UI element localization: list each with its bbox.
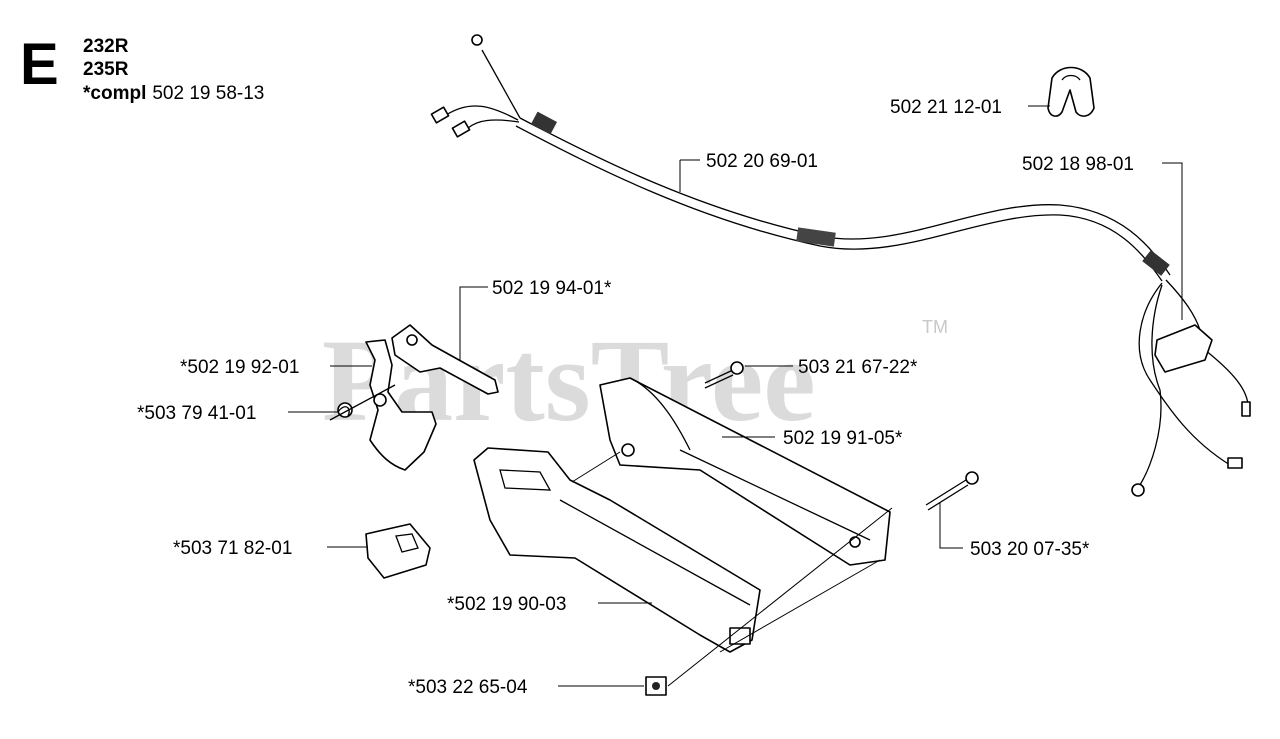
label-lever-pin: 502 19 94-01* bbox=[492, 278, 612, 299]
section-letter: E bbox=[20, 32, 59, 97]
watermark-tm: TM bbox=[922, 317, 948, 337]
square-nut bbox=[645, 676, 667, 696]
screws bbox=[704, 361, 979, 511]
label-handle-right: 502 19 91-05* bbox=[783, 428, 903, 449]
compl-line: *compl 502 19 58-13 bbox=[83, 83, 264, 104]
label-screw-top: 503 21 67-22* bbox=[798, 357, 918, 378]
label-nut: *503 22 65-04 bbox=[408, 677, 528, 698]
cable-hanger bbox=[1047, 66, 1095, 117]
compl-prefix: *compl bbox=[83, 83, 146, 104]
stop-switch bbox=[365, 523, 431, 579]
model-1: 232R bbox=[83, 36, 129, 57]
label-spring: *503 79 41-01 bbox=[137, 403, 256, 424]
label-handle-left: *502 19 90-03 bbox=[447, 594, 566, 615]
label-throttle-lever: *502 19 92-01 bbox=[180, 357, 299, 378]
label-switch: *503 71 82-01 bbox=[173, 538, 292, 559]
handle-halves bbox=[473, 377, 891, 653]
label-screw-long: 503 20 07-35* bbox=[970, 539, 1090, 560]
throttle-lever-assembly bbox=[329, 324, 499, 471]
label-cable: 502 20 69-01 bbox=[706, 151, 818, 172]
model-2: 235R bbox=[83, 59, 129, 80]
label-hanger: 502 21 12-01 bbox=[890, 97, 1002, 118]
compl-number: 502 19 58-13 bbox=[152, 83, 264, 104]
label-harness: 502 18 98-01 bbox=[1022, 154, 1134, 175]
throttle-cable bbox=[430, 34, 1251, 497]
